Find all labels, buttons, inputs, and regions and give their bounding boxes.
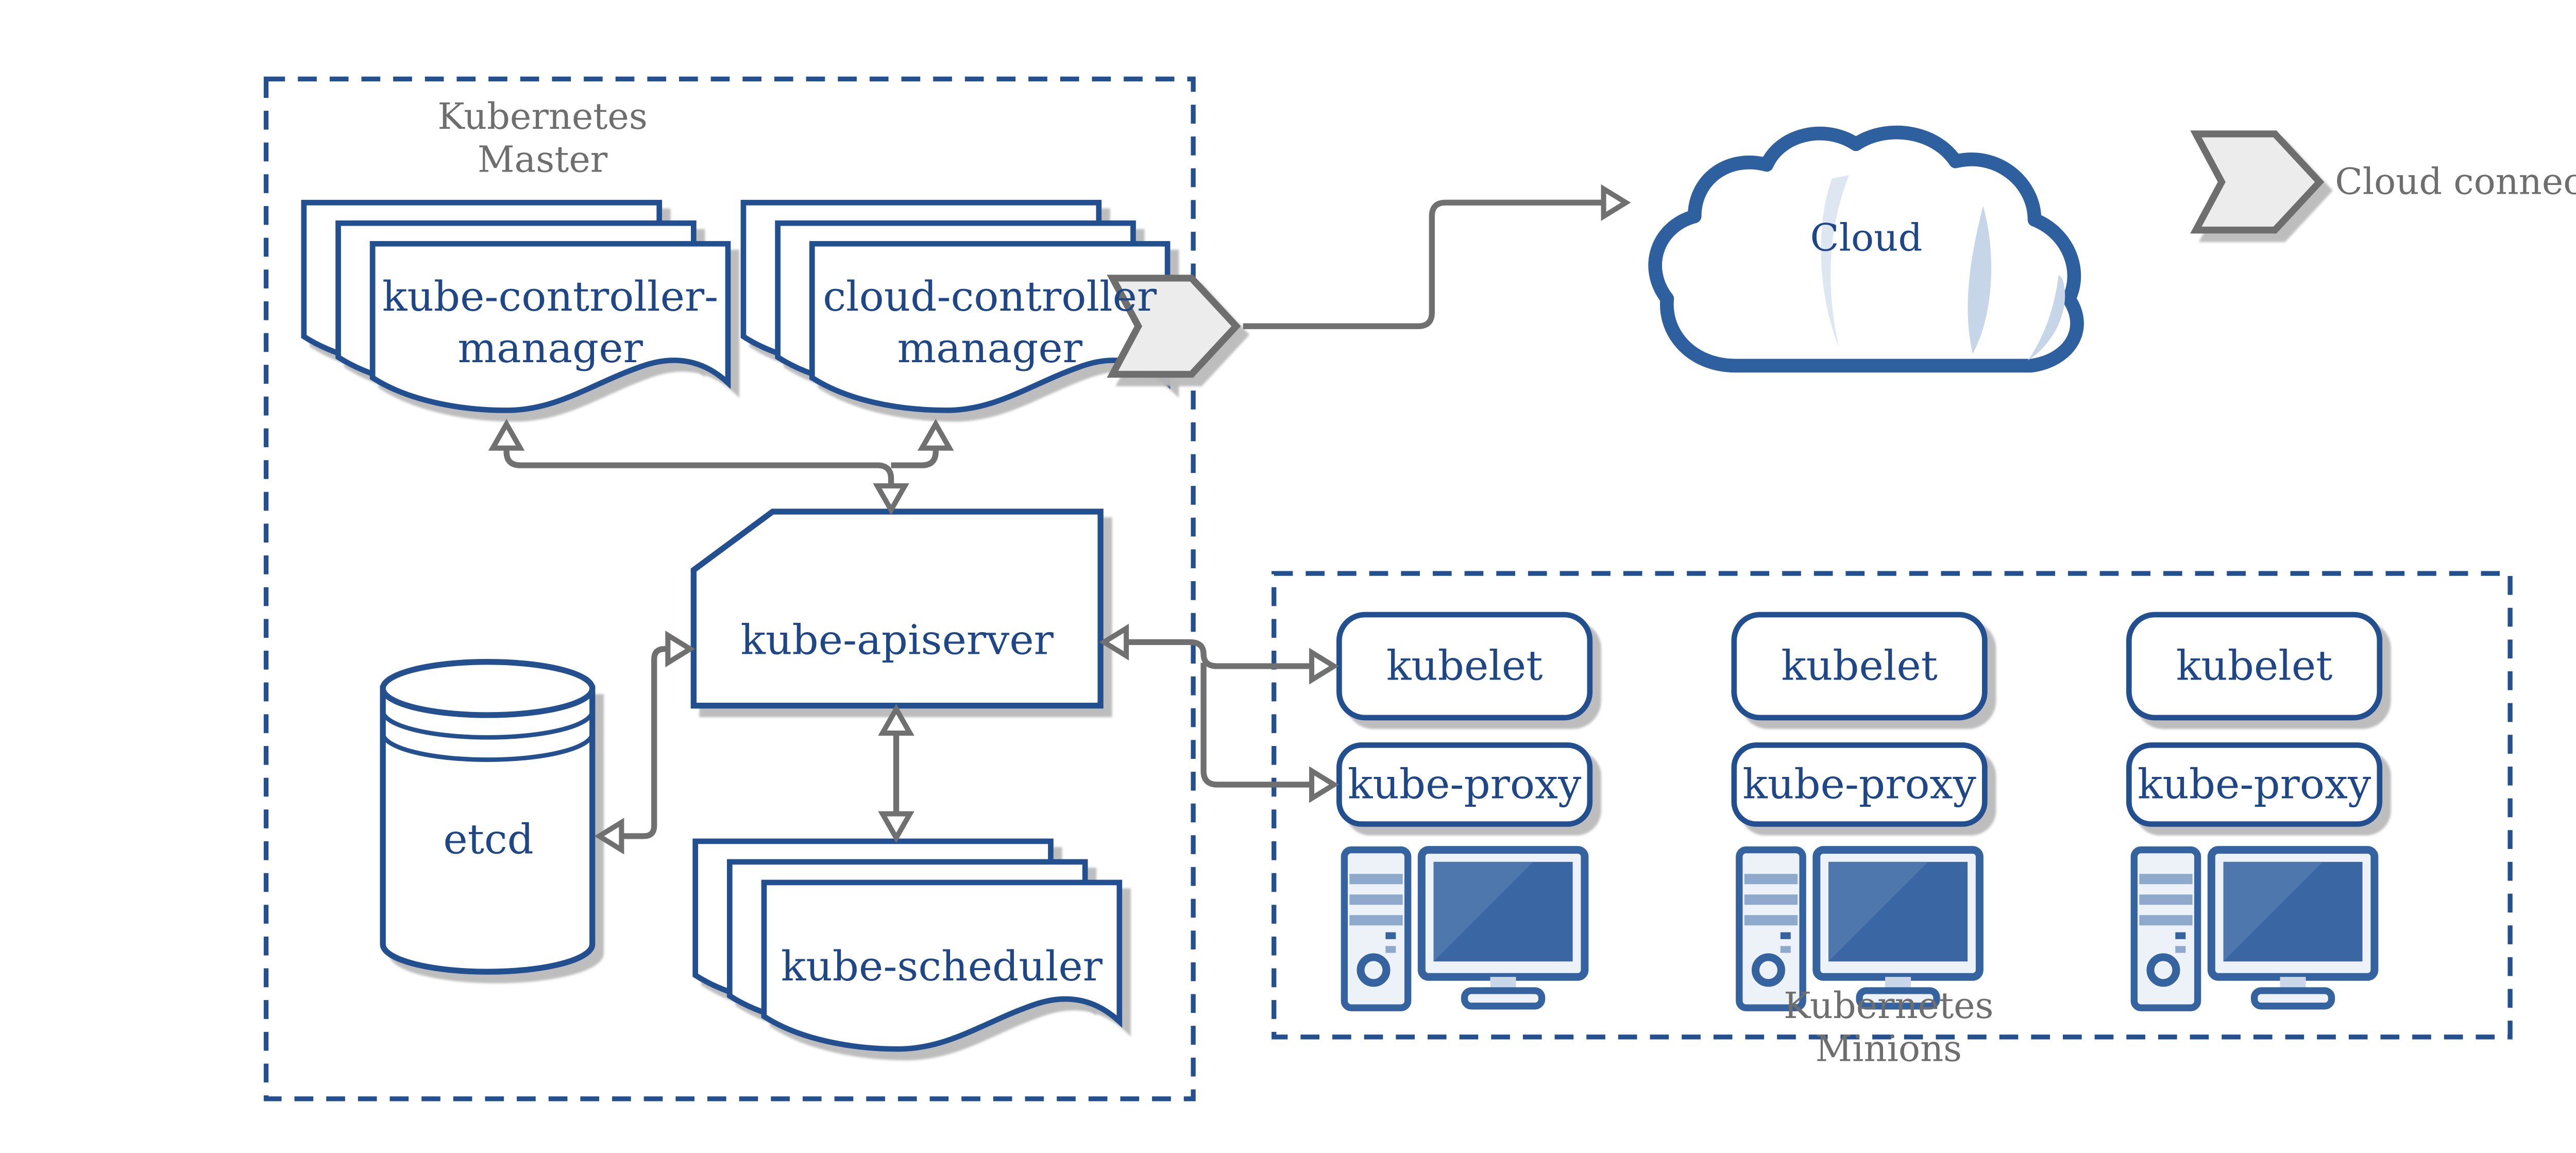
cloud-highlight-1 <box>1821 175 1850 347</box>
arrowheads <box>488 184 1631 855</box>
kube-controller-manager-stack <box>304 202 728 410</box>
cloud-highlight-3 <box>2027 275 2065 361</box>
arrowhead-left-apiserver-right <box>1099 623 1129 660</box>
kube-proxy-box-2 <box>1731 742 1988 827</box>
arrowhead-up-apiserver-bottom <box>878 704 914 736</box>
arrowhead-right-cloud <box>1601 184 1631 221</box>
kubelet-box-3 <box>2126 612 2383 721</box>
apiserver-kubeproxy-connector <box>1200 663 1312 788</box>
node-computer-icon-2 <box>1739 850 1980 1008</box>
cloud-highlight-2 <box>1968 206 1992 354</box>
arrowhead-right-kubelet <box>1309 648 1339 685</box>
legend-cloud-connector-icon <box>2196 134 2319 230</box>
cloud-outline <box>1648 125 2084 373</box>
node-computer-icon-3 <box>2134 850 2375 1008</box>
master-group-border <box>263 76 1196 1101</box>
kube-proxy-box-1 <box>1336 742 1593 827</box>
chevron-cloud-connector <box>1243 199 1604 329</box>
arrowhead-up-kube-controller <box>488 419 525 451</box>
kube-apiserver-box <box>690 508 1104 709</box>
kube-proxy-box-3 <box>2126 742 2383 827</box>
controllers-apiserver-connector <box>503 443 894 489</box>
apiserver-kubelet-connector <box>1119 639 1312 669</box>
kube-scheduler-stack <box>696 841 1120 1049</box>
arrowhead-up-cloud-controller <box>917 419 954 451</box>
cloud-shape <box>1648 125 2084 373</box>
node-computer-icon-1 <box>1344 850 1585 1008</box>
apiserver-etcd-connector <box>607 646 682 839</box>
connectors <box>503 199 1604 839</box>
kubelet-box-2 <box>1731 612 1988 721</box>
kubelet-box-1 <box>1336 612 1593 721</box>
arrowhead-down-apiserver-top <box>873 483 909 515</box>
cloud-controller-manager-stack <box>743 202 1167 410</box>
arrowhead-left-etcd <box>594 818 624 855</box>
etcd-cylinder <box>380 659 596 975</box>
minion-node-boxes <box>1336 612 2383 827</box>
arrowhead-down-scheduler <box>878 811 914 843</box>
arrowhead-right-apiserver-left <box>665 631 696 668</box>
cloud-controller-branch-connector <box>891 443 939 468</box>
arrowhead-right-kube-proxy <box>1309 766 1339 803</box>
minions-group-border <box>1272 571 2513 1040</box>
